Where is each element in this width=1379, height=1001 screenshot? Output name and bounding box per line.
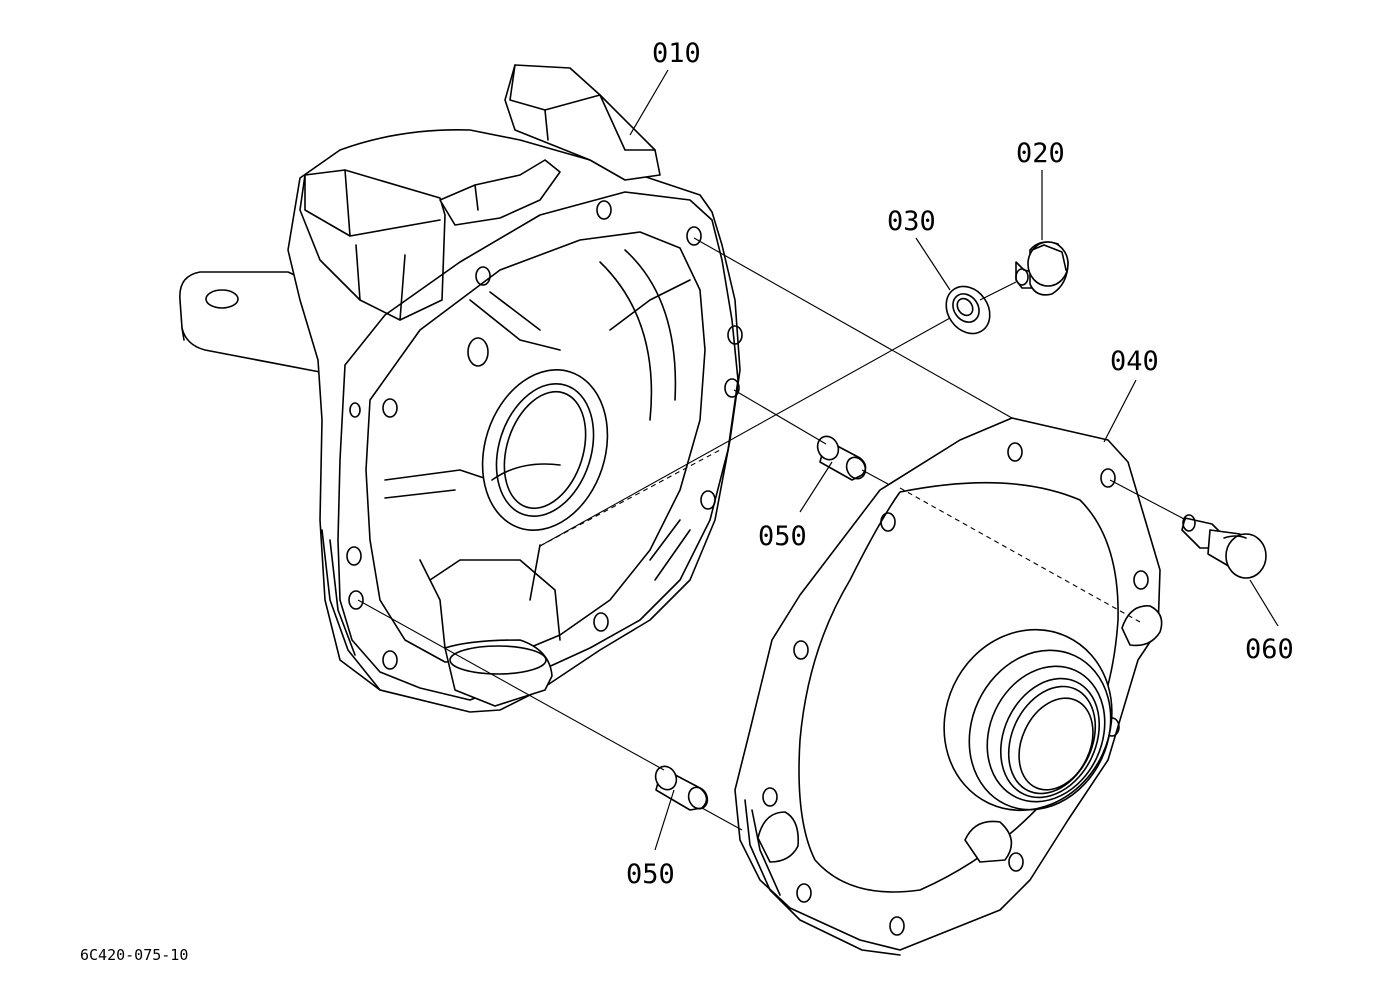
label-010: 010 [652, 38, 701, 69]
part-020-plug [1015, 241, 1069, 296]
label-060: 060 [1245, 634, 1294, 665]
part-030-washer [945, 285, 991, 335]
label-050-lower: 050 [626, 859, 675, 890]
label-020: 020 [1016, 138, 1065, 169]
label-050-upper: 050 [758, 521, 807, 552]
part-010-housing [179, 64, 743, 713]
label-040: 040 [1110, 346, 1159, 377]
part-050-pin-upper [816, 435, 867, 481]
part-040-cover [734, 417, 1163, 956]
part-050-pin-lower [654, 765, 709, 811]
leader-lines [629, 69, 1279, 851]
diagram-code: 6C420-075-10 [80, 946, 188, 964]
alignment-lines [357, 237, 1187, 831]
part-060-plug [1181, 514, 1267, 579]
label-030: 030 [887, 206, 936, 237]
